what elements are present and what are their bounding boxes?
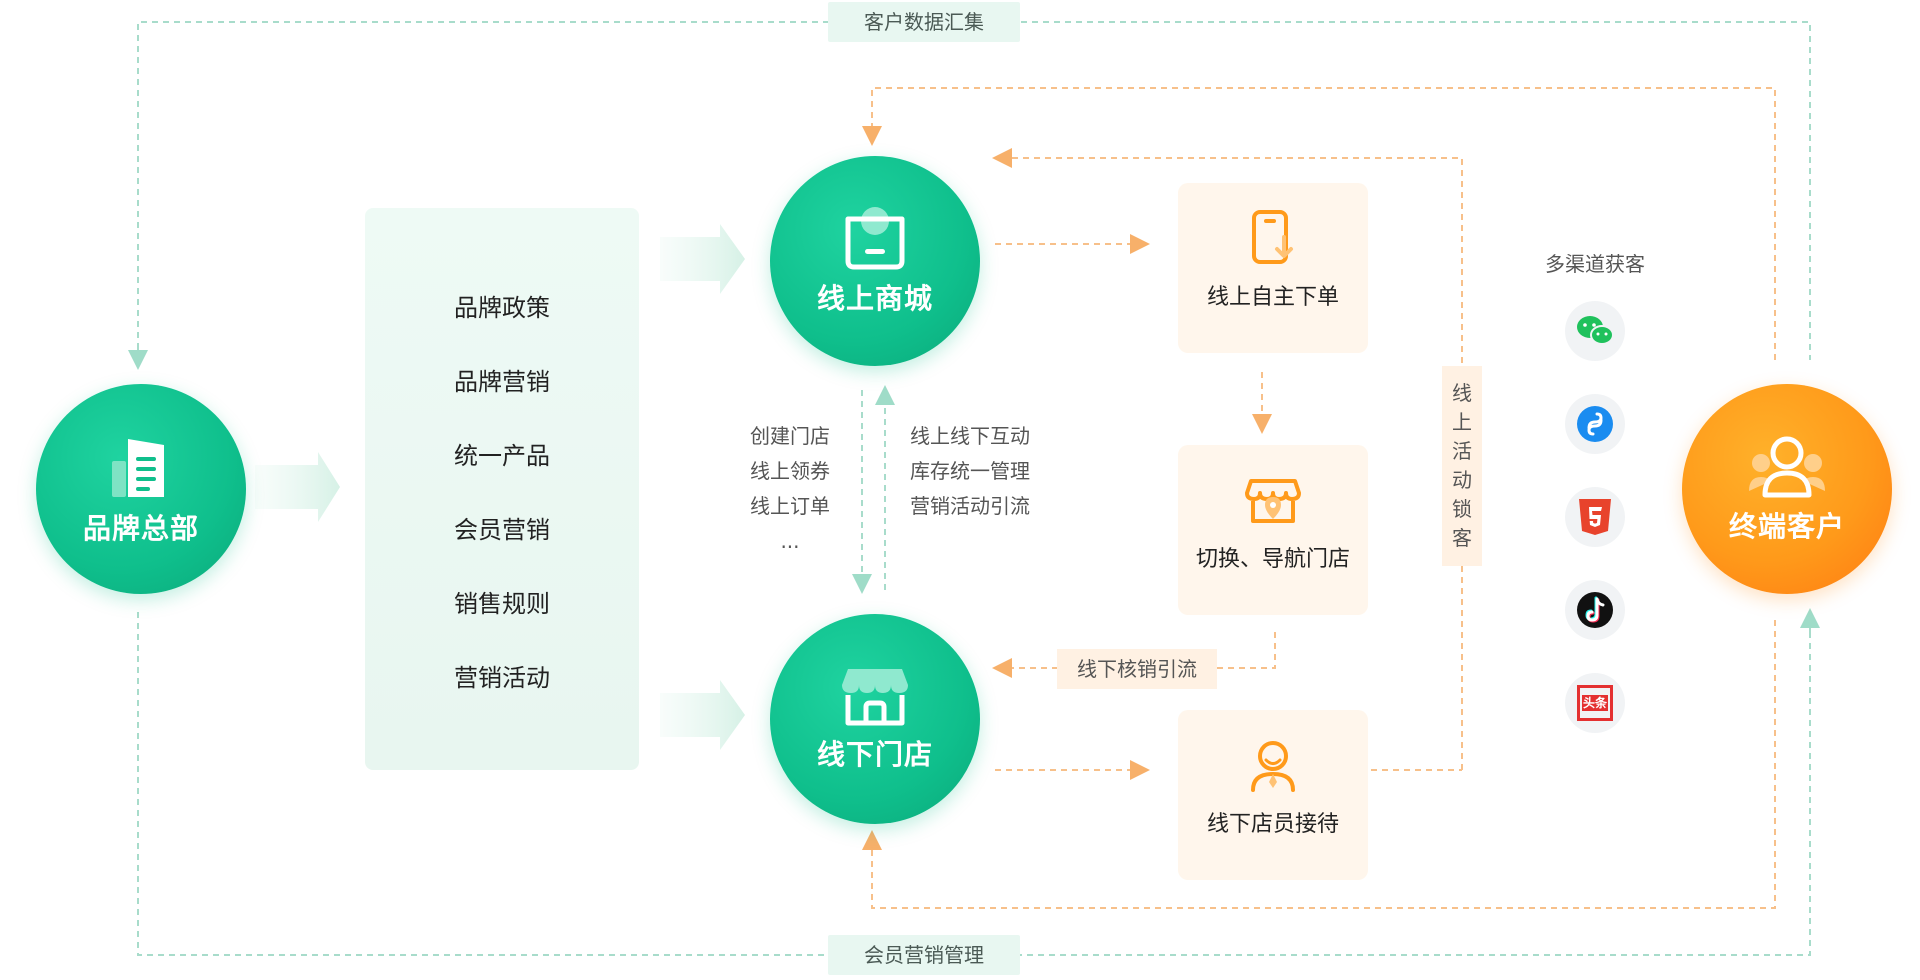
online-mall-node[interactable]: 线上商城	[770, 156, 980, 366]
panel-item: 品牌营销	[454, 368, 550, 396]
customer-data-aggregation-tag: 客户数据汇集	[828, 2, 1020, 42]
vlabel-char: 锁	[1452, 497, 1472, 521]
toutiao-icon[interactable]: 头条	[1565, 673, 1625, 733]
note-line: 营销活动引流	[910, 494, 1030, 518]
note-line: 线上订单	[750, 494, 830, 518]
multi-channel-acquisition-title: 多渠道获客	[1545, 252, 1645, 276]
vlabel-char: 动	[1452, 468, 1472, 492]
brand-hq-label: 品牌总部	[82, 512, 199, 545]
card-label: 线下店员接待	[1206, 812, 1339, 837]
brand-hq-node[interactable]: 品牌总部	[36, 384, 246, 594]
storefront-icon	[842, 669, 908, 726]
building-icon	[112, 439, 164, 497]
card-offline-staff-reception[interactable]: 线下店员接待	[1178, 710, 1368, 880]
toutiao-text: 头条	[1581, 695, 1608, 711]
card-label: 切换、导航门店	[1195, 547, 1350, 572]
card-switch-navigate-store[interactable]: 切换、导航门店	[1178, 445, 1368, 615]
wechat-icon[interactable]	[1565, 301, 1625, 361]
note-line: 线上线下互动	[910, 424, 1030, 448]
shopping-bag-icon	[845, 207, 905, 270]
toutiao-badge: 头条	[1577, 685, 1613, 721]
vlabel-char: 上	[1452, 410, 1472, 434]
panel-item: 营销活动	[454, 664, 550, 692]
card-online-self-order[interactable]: 线上自主下单	[1178, 183, 1368, 353]
tiktok-icon[interactable]	[1565, 580, 1625, 640]
online-activity-lock-customer-label: 线 上 活 动 锁 客	[1442, 366, 1482, 566]
shop-location-icon	[1245, 479, 1301, 523]
wechat-glyph	[1577, 316, 1614, 345]
vlabel-char: 客	[1452, 526, 1472, 550]
note-line: 创建门店	[750, 424, 830, 448]
panel-item: 品牌政策	[454, 294, 550, 322]
panel-item: 统一产品	[454, 442, 550, 470]
member-marketing-management-tag: 会员营销管理	[828, 935, 1020, 975]
mini-program-icon[interactable]	[1565, 394, 1625, 454]
online-mall-label: 线上商城	[816, 282, 933, 315]
staff-icon	[1251, 741, 1295, 792]
offline-store-label: 线下门店	[816, 738, 933, 771]
note-line: ...	[780, 529, 800, 553]
note-line: 库存统一管理	[910, 459, 1030, 483]
mini-program-glyph	[1577, 406, 1613, 442]
html5-icon[interactable]	[1565, 487, 1625, 547]
terminal-customer-node[interactable]: 终端客户	[1682, 384, 1892, 594]
brand-policy-panel: 品牌政策 品牌营销 统一产品 会员营销 销售规则 营销活动	[365, 208, 639, 770]
store-notes-right: 线上线下互动 库存统一管理 营销活动引流	[910, 419, 1060, 524]
offline-redemption-traffic-label: 线下核销引流	[1057, 649, 1217, 689]
panel-item: 会员营销	[454, 516, 550, 544]
phone-download-icon	[1252, 210, 1293, 264]
html5-glyph	[1579, 499, 1611, 535]
soft-arrows	[255, 224, 745, 750]
note-line: 线上领券	[750, 459, 830, 483]
orange-flows	[862, 87, 1776, 909]
customer-group-icon	[1749, 436, 1825, 498]
tiktok-glyph	[1577, 592, 1613, 628]
card-label: 线上自主下单	[1206, 285, 1339, 310]
vlabel-char: 活	[1452, 439, 1472, 463]
vlabel-char: 线	[1452, 381, 1472, 405]
store-notes-left: 创建门店 线上领券 线上订单 ...	[735, 419, 845, 559]
panel-item: 销售规则	[454, 590, 550, 618]
offline-store-node[interactable]: 线下门店	[770, 614, 980, 824]
terminal-customer-label: 终端客户	[1728, 510, 1845, 543]
